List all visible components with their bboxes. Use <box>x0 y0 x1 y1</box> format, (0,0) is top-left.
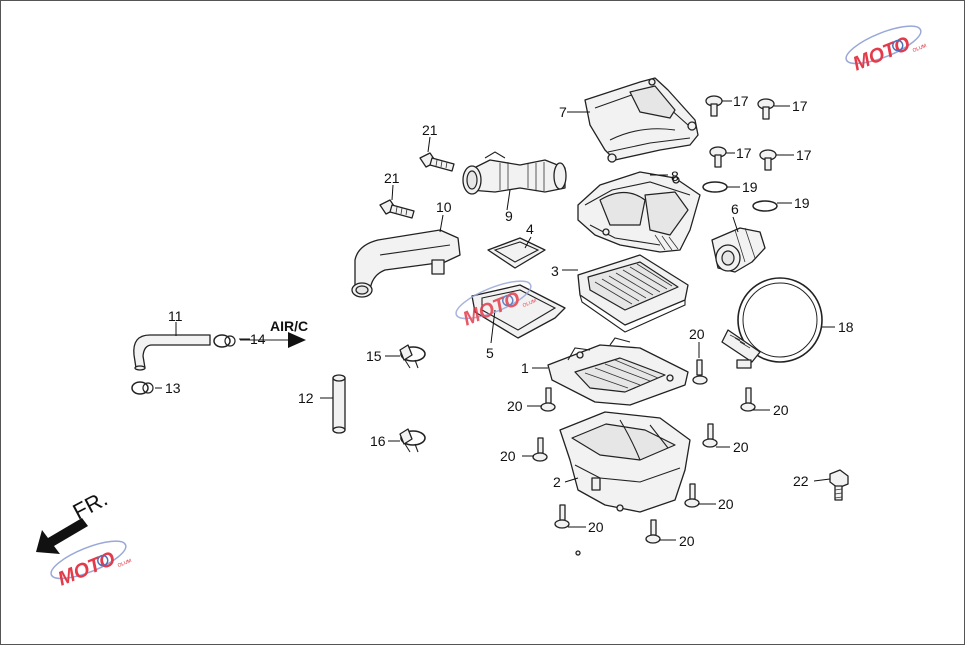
label-5: 5 <box>486 345 494 361</box>
label-17-a: 17 <box>733 93 749 109</box>
part-19-orings <box>702 181 778 212</box>
watermark-subtext: OLUM <box>912 43 928 54</box>
air-c-label: AIR/C <box>270 318 308 334</box>
label-19-b: 19 <box>794 195 810 211</box>
label-3: 3 <box>551 263 559 279</box>
label-17-d: 17 <box>796 147 812 163</box>
label-7: 7 <box>559 104 567 120</box>
part-6-boot <box>711 227 766 273</box>
screw-20-a <box>692 359 708 385</box>
part-2-lower-case <box>559 411 691 556</box>
label-4: 4 <box>526 221 534 237</box>
watermark-text: MOTO <box>55 548 119 591</box>
part-18-band <box>721 277 823 369</box>
front-label: FR. <box>69 486 112 525</box>
label-20-a: 20 <box>689 326 705 342</box>
label-20-d: 20 <box>733 439 749 455</box>
screw-20-d <box>702 423 718 448</box>
part-3-filter-element <box>577 254 689 333</box>
label-6: 6 <box>731 201 739 217</box>
label-10: 10 <box>436 199 452 215</box>
air-c-arrow <box>240 332 306 348</box>
screw-20-f <box>684 483 700 508</box>
label-8: 8 <box>671 168 679 184</box>
watermark-subtext: OLUM <box>117 558 133 569</box>
screw-17-c <box>709 146 727 168</box>
callout-labels: 7 8 3 4 5 6 9 10 11 14 13 12 15 16 1 2 1… <box>69 93 854 549</box>
label-13: 13 <box>165 380 181 396</box>
part-8-upper-case <box>577 171 701 253</box>
screw-17-b <box>757 98 775 120</box>
part-20-screws <box>532 359 756 544</box>
label-17-b: 17 <box>792 98 808 114</box>
part-1-frame <box>547 337 689 406</box>
label-20-e: 20 <box>500 448 516 464</box>
part-5-gasket <box>471 284 566 339</box>
label-20-h: 20 <box>679 533 695 549</box>
label-20-g: 20 <box>588 519 604 535</box>
label-9: 9 <box>505 208 513 224</box>
label-17-c: 17 <box>736 145 752 161</box>
part-14-clamp <box>213 334 236 348</box>
label-21-upper: 21 <box>422 122 438 138</box>
part-13-clamp <box>131 381 154 395</box>
watermark-logo-bottom-left: MOTO OLUM <box>50 540 133 591</box>
label-11: 11 <box>168 308 183 324</box>
part-10-inlet-tube <box>351 229 461 298</box>
part-22-bolt <box>829 469 849 501</box>
screw-20-e <box>532 437 548 462</box>
label-1: 1 <box>521 360 529 376</box>
screw-20-h <box>645 519 661 544</box>
part-4-seal <box>487 237 546 269</box>
label-22: 22 <box>793 473 809 489</box>
label-14: 14 <box>250 331 266 347</box>
watermark-subtext: OLUM <box>522 298 538 309</box>
screw-20-b <box>540 387 556 412</box>
label-20-f: 20 <box>718 496 734 512</box>
label-21-lower: 21 <box>384 170 400 186</box>
label-16: 16 <box>370 433 386 449</box>
part-15-clip <box>399 344 426 369</box>
part-12-drain-tube <box>332 374 346 434</box>
label-15: 15 <box>366 348 382 364</box>
leader-lines <box>155 100 835 541</box>
label-19-a: 19 <box>742 179 758 195</box>
front-arrow <box>36 518 88 554</box>
screw-17-a <box>705 95 723 117</box>
part-17-screws <box>705 95 777 171</box>
part-7-cover <box>584 77 699 163</box>
label-20-b: 20 <box>507 398 523 414</box>
screw-17-d <box>759 149 777 171</box>
watermark-text: MOTO <box>850 33 914 76</box>
part-21-bolt-upper <box>419 152 455 172</box>
part-9-intake-duct <box>462 151 567 195</box>
label-2: 2 <box>553 474 561 490</box>
watermark-logo-top-right: MOTO OLUM <box>845 25 928 76</box>
part-21-bolt-lower <box>379 199 415 219</box>
label-20-c: 20 <box>773 402 789 418</box>
label-12: 12 <box>298 390 314 406</box>
label-18: 18 <box>838 319 854 335</box>
part-16-clip <box>399 428 426 453</box>
screw-20-c <box>740 387 756 412</box>
screw-20-g <box>554 504 570 529</box>
part-11-hose <box>133 334 211 371</box>
